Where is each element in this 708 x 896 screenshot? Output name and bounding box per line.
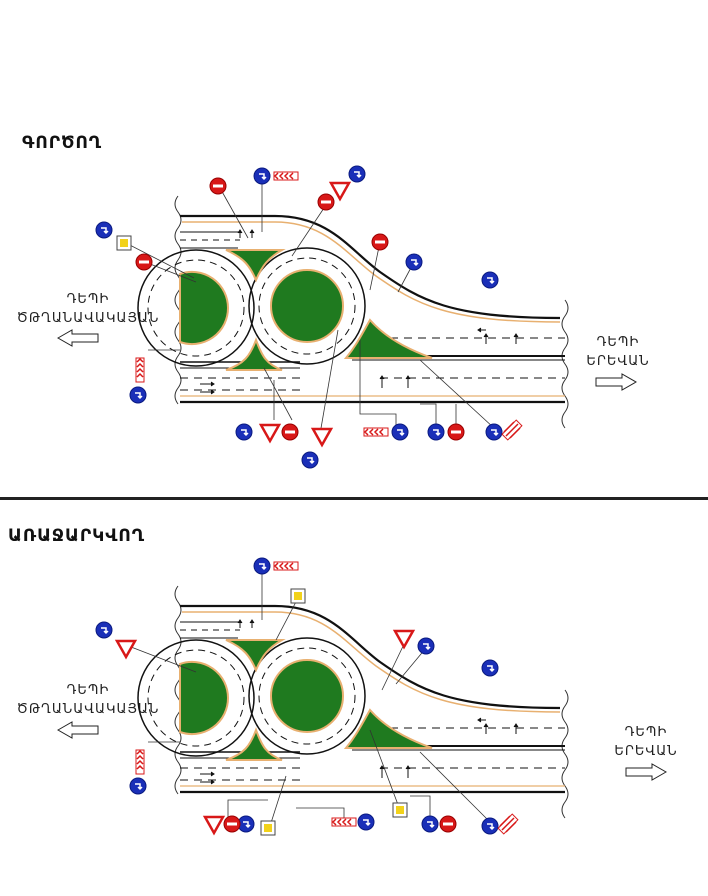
direction-line: ԴԵՊԻ <box>66 292 110 307</box>
top-right-direction-label: ԴԵՊԻ ԵՐԵՎԱՆ <box>578 333 658 371</box>
direction-line: ԴԵՊԻ <box>66 683 110 698</box>
bottom-left-direction-label: ԴԵՊԻ ԾԹՂԱՆԱՎԱԿԱՅԱՆ <box>8 681 168 719</box>
top-left-direction-label: ԴԵՊԻ ԾԹՂԱՆԱՎԱԿԱՅԱՆ <box>8 290 168 328</box>
direction-line: ԵՐԵՎԱՆ <box>614 744 678 759</box>
existing-signs <box>56 165 638 469</box>
bottom-right-direction-label: ԴԵՊԻ ԵՐԵՎԱՆ <box>606 723 686 761</box>
direction-line: ԵՐԵՎԱՆ <box>586 354 650 369</box>
existing-interchange <box>136 194 570 430</box>
proposed-signs <box>56 557 668 836</box>
direction-line: ԾԹՂԱՆԱՎԱԿԱՅԱՆ <box>16 702 160 717</box>
direction-line: ԾԹՂԱՆԱՎԱԿԱՅԱՆ <box>16 311 160 326</box>
section-divider <box>0 497 708 500</box>
proposed-interchange <box>136 584 570 820</box>
direction-line: ԴԵՊԻ <box>624 725 668 740</box>
proposed-scheme-title: ԱՌԱՋԱՐԿՎՈՂ <box>8 526 146 546</box>
existing-scheme-title: ԳՈՐԾՈՂ <box>22 133 103 153</box>
direction-line: ԴԵՊԻ <box>596 335 640 350</box>
